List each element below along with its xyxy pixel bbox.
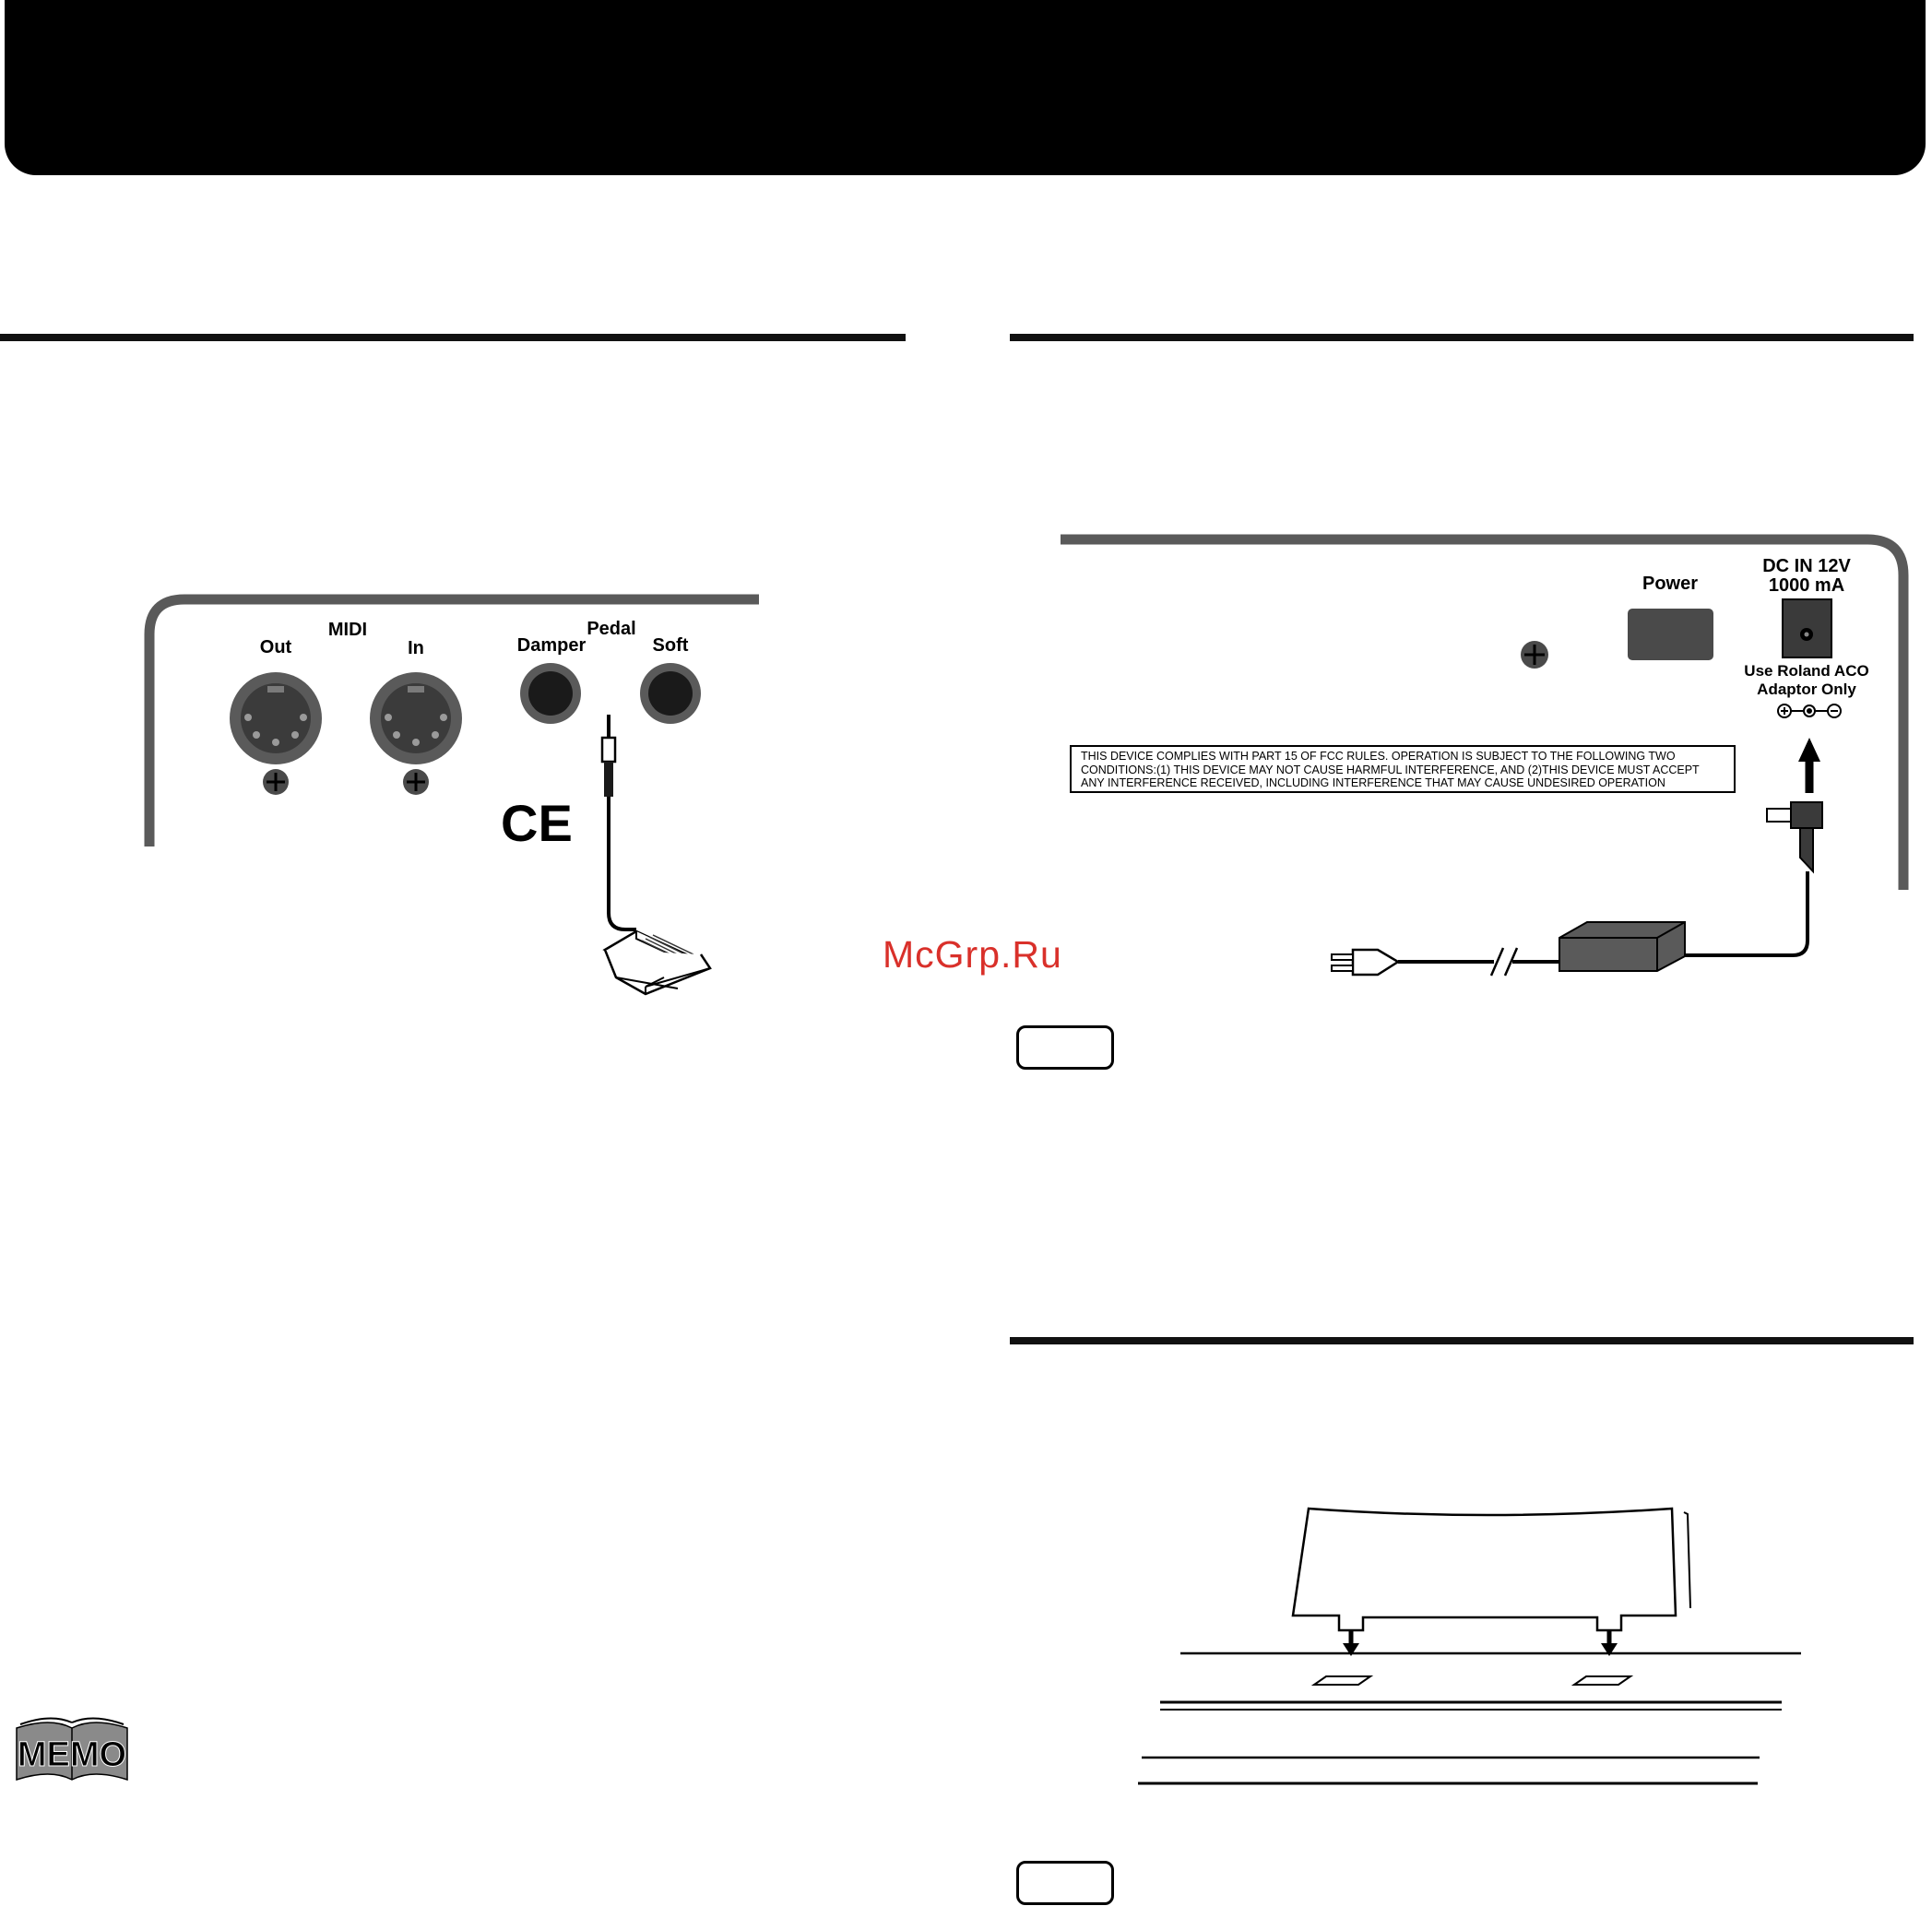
soft-jack-icon [640, 663, 701, 724]
power-switch-icon [1628, 609, 1713, 660]
foot-pedal-icon [602, 929, 712, 996]
section-rule-music-rest [1010, 1337, 1914, 1344]
midi-in-label: In [408, 638, 424, 658]
dc-plug-icon [1766, 801, 1823, 874]
polarity-symbol-icon [1777, 704, 1842, 718]
damper-label: Damper [516, 635, 587, 656]
note-box [1016, 1025, 1114, 1070]
memo-icon-text: MEMO [18, 1735, 126, 1774]
dc-in-rating-label: 1000 mA [1768, 575, 1845, 596]
midi-out-jack-icon [230, 672, 322, 764]
adaptor-warning-line1: Use Roland ACO [1744, 662, 1869, 680]
note-box [1016, 1861, 1114, 1905]
midi-label: MIDI [327, 620, 368, 640]
power-label: Power [1642, 574, 1699, 594]
screw-icon [263, 769, 289, 795]
ac-adaptor-icon [1559, 921, 1686, 972]
fcc-notice-line: CONDITIONS:(1) THIS DEVICE MAY NOT CAUSE… [1081, 763, 1700, 776]
screw-icon [1521, 641, 1548, 669]
section-rule-power [1010, 334, 1914, 341]
fcc-notice-box: THIS DEVICE COMPLIES WITH PART 15 OF FCC… [1070, 745, 1736, 793]
music-rest-icon [1291, 1507, 1677, 1632]
dc-in-label: DC IN 12V [1762, 556, 1851, 576]
midi-in-jack-icon [370, 672, 462, 764]
ce-mark-graphic: CE [501, 794, 573, 852]
watermark-text: McGrp.Ru [883, 933, 1062, 976]
page-header-bar [5, 0, 1926, 175]
slot-icon [1310, 1675, 1374, 1686]
ac-plug-icon [1331, 948, 1401, 977]
fcc-notice-line: ANY INTERFERENCE RECEIVED, INCLUDING INT… [1081, 776, 1665, 789]
adaptor-warning-line2: Adaptor Only [1757, 681, 1856, 698]
section-rule-connections [0, 334, 906, 341]
dc-in-jack-icon [1782, 598, 1832, 658]
fcc-notice-line: THIS DEVICE COMPLIES WITH PART 15 OF FCC… [1081, 750, 1676, 763]
slot-icon [1570, 1675, 1634, 1686]
pedal-label: Pedal [587, 619, 636, 639]
midi-out-label: Out [259, 637, 292, 657]
soft-label: Soft [652, 635, 689, 656]
damper-jack-icon [520, 663, 581, 724]
screw-icon [403, 769, 429, 795]
pedal-plug-icon [600, 715, 617, 797]
